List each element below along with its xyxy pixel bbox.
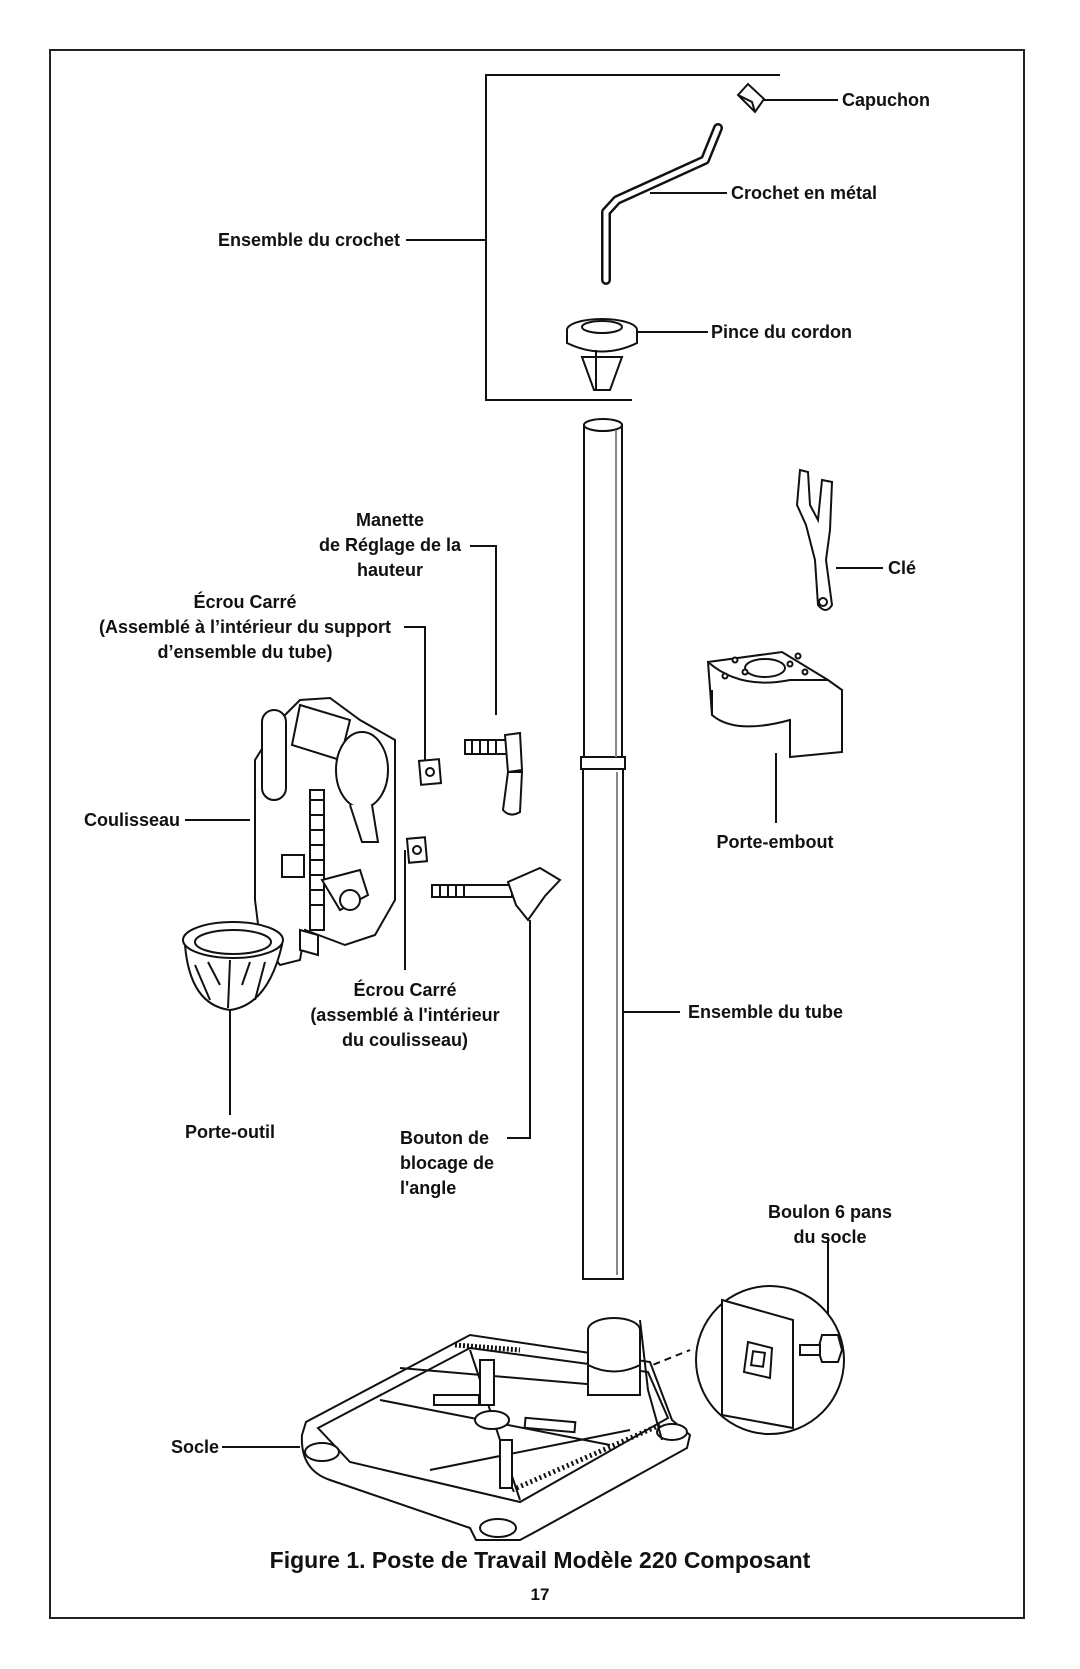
- cord-clamp-part: [566, 318, 638, 391]
- label-ensemble-tube: Ensemble du tube: [688, 1002, 844, 1022]
- label-ecrou-bot-line3: du coulisseau): [341, 1030, 469, 1050]
- page-frame: [49, 49, 1025, 1619]
- page-number: 17: [530, 1585, 550, 1604]
- label-boulon-line2: du socle: [793, 1227, 867, 1247]
- label-manette-line2: de Réglage de la: [318, 535, 462, 555]
- base-part: [300, 1317, 692, 1541]
- label-cle: Clé: [888, 558, 917, 578]
- height-handle-part: [464, 731, 524, 816]
- label-bouton-line3: l'angle: [400, 1178, 457, 1198]
- square-nut-upper: [417, 758, 443, 786]
- label-capuchon: Capuchon: [842, 90, 930, 110]
- label-ecrou-bot-line2: (assemblé à l'intérieur: [310, 1005, 500, 1025]
- metal-hook-part: [601, 123, 723, 285]
- label-ecrou-top-line3: d’ensemble du tube): [157, 642, 333, 662]
- label-bouton-line2: blocage de: [400, 1153, 495, 1173]
- tool-holder-part: [182, 921, 284, 1012]
- angle-lock-knob-part: [431, 866, 562, 922]
- label-socle: Socle: [171, 1437, 220, 1457]
- label-pince-cordon: Pince du cordon: [711, 322, 853, 342]
- cap-part: [736, 82, 766, 114]
- label-manette-line3: hauteur: [356, 560, 423, 580]
- label-crochet-metal: Crochet en métal: [731, 183, 878, 203]
- label-bouton-line1: Bouton de: [400, 1128, 489, 1148]
- label-porte-embout: Porte-embout: [716, 832, 834, 852]
- bit-holder-part: [706, 650, 843, 759]
- wrench-part: [795, 468, 834, 611]
- bolt-detail-inset: [695, 1285, 845, 1435]
- label-boulon-line1: Boulon 6 pans: [767, 1202, 892, 1222]
- figure-caption: Figure 1. Poste de Travail Modèle 220 Co…: [269, 1547, 811, 1573]
- tube-part: [580, 418, 626, 1280]
- label-ecrou-top-line2: (Assemblé à l’intérieur du support: [98, 617, 392, 637]
- hook-assembly-bracket: [485, 74, 780, 401]
- label-ensemble-crochet: Ensemble du crochet: [217, 230, 400, 250]
- square-nut-lower: [405, 836, 429, 864]
- label-porte-outil: Porte-outil: [185, 1122, 275, 1142]
- slider-part: [254, 696, 396, 967]
- label-ecrou-top-line1: Écrou Carré: [193, 592, 297, 612]
- label-manette-line1: Manette: [355, 510, 424, 530]
- label-ecrou-bot-line1: Écrou Carré: [353, 980, 457, 1000]
- label-coulisseau: Coulisseau: [84, 810, 181, 830]
